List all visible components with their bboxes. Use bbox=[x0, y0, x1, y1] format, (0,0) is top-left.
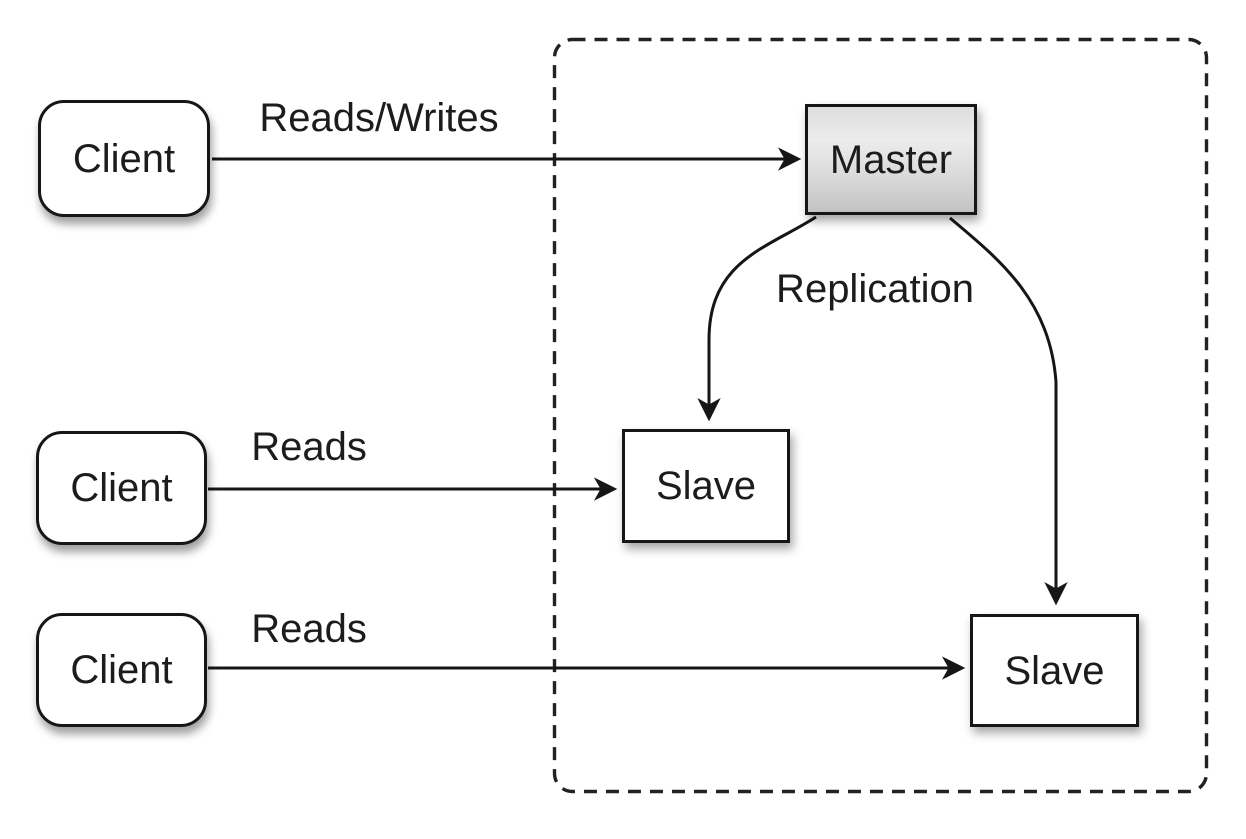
node-slave-2: Slave bbox=[970, 614, 1139, 727]
node-client-3-label: Client bbox=[70, 648, 173, 692]
node-master-label: Master bbox=[829, 137, 953, 182]
edge-label-reads-writes: Reads/Writes bbox=[259, 96, 499, 140]
edge-label-reads-2: Reads bbox=[251, 607, 367, 651]
node-client-2-label: Client bbox=[70, 466, 173, 510]
node-slave-1-label: Slave bbox=[655, 464, 757, 508]
edge-label-replication: Replication bbox=[776, 267, 974, 311]
node-client-2: Client bbox=[36, 431, 207, 545]
edge-master-slave2 bbox=[949, 216, 1068, 606]
edge-master-slave1 bbox=[697, 215, 817, 422]
node-master: Master bbox=[805, 104, 977, 215]
node-slave-1: Slave bbox=[622, 429, 790, 543]
node-client-3: Client bbox=[36, 613, 207, 727]
node-slave-2-label: Slave bbox=[1004, 648, 1105, 693]
replication-group-border bbox=[552, 37, 1209, 794]
edge-label-reads-1: Reads bbox=[251, 425, 367, 469]
node-client-1: Client bbox=[38, 100, 210, 217]
node-client-1-label: Client bbox=[72, 136, 176, 181]
